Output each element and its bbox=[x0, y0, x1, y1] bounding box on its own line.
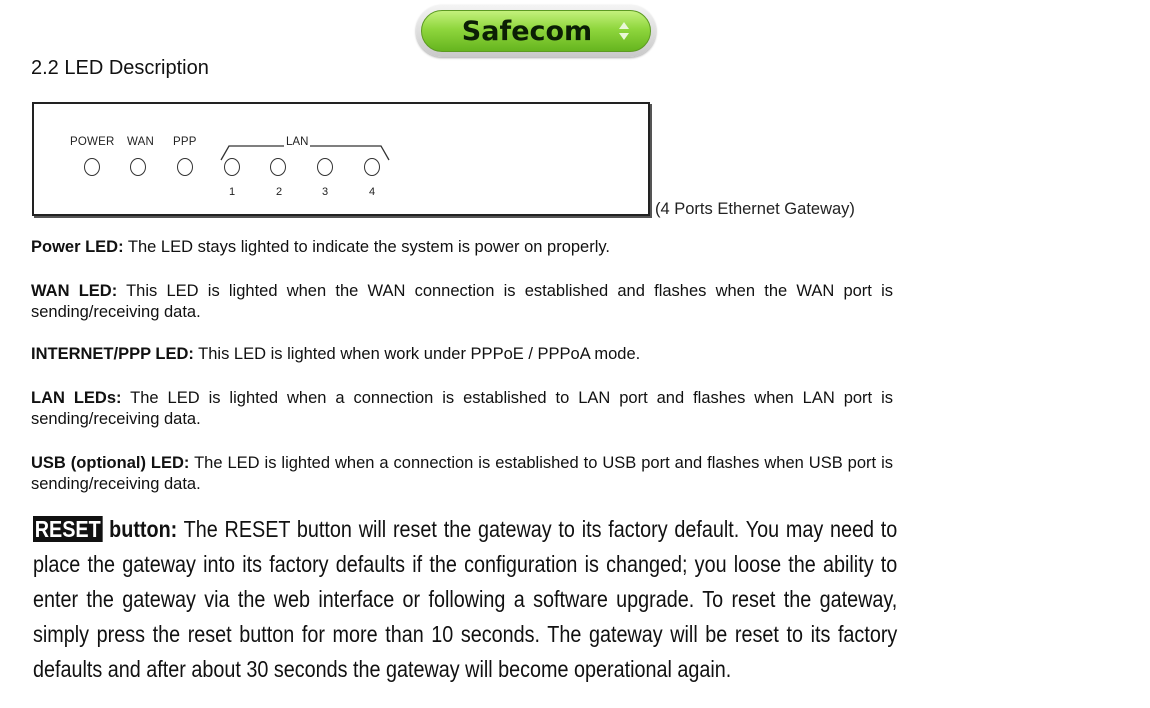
internet-ppp-led-description: INTERNET/PPP LED: This LED is lighted wh… bbox=[31, 344, 893, 365]
lan-4-led-icon bbox=[364, 158, 380, 176]
section-title: 2.2 LED Description bbox=[31, 57, 209, 79]
description-text: The LED is lighted when a connection is … bbox=[31, 454, 893, 493]
reset-term: button: bbox=[102, 516, 178, 542]
port-number-1: 1 bbox=[229, 186, 236, 198]
ppp-led-icon bbox=[177, 158, 193, 176]
power-led-icon bbox=[84, 158, 100, 176]
wan-label: WAN bbox=[127, 136, 155, 148]
description-term: USB (optional) LED: bbox=[31, 454, 190, 472]
wan-led-description: WAN LED: This LED is lighted when the WA… bbox=[31, 281, 893, 323]
port-number-3: 3 bbox=[322, 186, 329, 198]
description-term: WAN LED: bbox=[31, 282, 118, 300]
brand-name: Safecom bbox=[461, 15, 593, 47]
description-text: This LED is lighted when the WAN connect… bbox=[31, 282, 894, 321]
panel-caption: (4 Ports Ethernet Gateway) bbox=[655, 200, 855, 218]
power-led-description: Power LED: The LED stays lighted to indi… bbox=[31, 237, 893, 258]
up-down-arrows-icon bbox=[619, 22, 629, 40]
ppp-label: PPP bbox=[173, 136, 197, 148]
lan-label: LAN bbox=[284, 136, 311, 148]
wan-led-icon bbox=[130, 158, 146, 176]
brand-selector[interactable]: Safecom bbox=[416, 5, 656, 57]
description-text: The LED stays lighted to indicate the sy… bbox=[123, 238, 610, 256]
reset-text: The RESET button will reset the gateway … bbox=[33, 516, 898, 682]
lan-1-led-icon bbox=[224, 158, 240, 176]
brand-selector-face[interactable]: Safecom bbox=[421, 10, 651, 52]
power-label: POWER bbox=[70, 136, 115, 148]
reset-button-description: RESET button: The RESET button will rese… bbox=[33, 512, 897, 687]
port-number-2: 2 bbox=[276, 186, 283, 198]
lan-3-led-icon bbox=[317, 158, 333, 176]
front-panel-diagram: POWER WAN PPP LAN 1 2 3 4 bbox=[32, 102, 650, 216]
description-term: LAN LEDs: bbox=[31, 389, 122, 407]
description-text: This LED is lighted when work under PPPo… bbox=[193, 345, 641, 363]
usb-led-description: USB (optional) LED: The LED is lighted w… bbox=[31, 453, 893, 495]
lan-leds-description: LAN LEDs: The LED is lighted when a conn… bbox=[31, 388, 893, 430]
description-term: Power LED: bbox=[31, 238, 124, 256]
reset-key-label: RESET bbox=[33, 516, 103, 542]
port-number-4: 4 bbox=[369, 186, 376, 198]
lan-2-led-icon bbox=[270, 158, 286, 176]
description-term: INTERNET/PPP LED: bbox=[31, 345, 194, 363]
description-text: The LED is lighted when a connection is … bbox=[31, 389, 893, 428]
